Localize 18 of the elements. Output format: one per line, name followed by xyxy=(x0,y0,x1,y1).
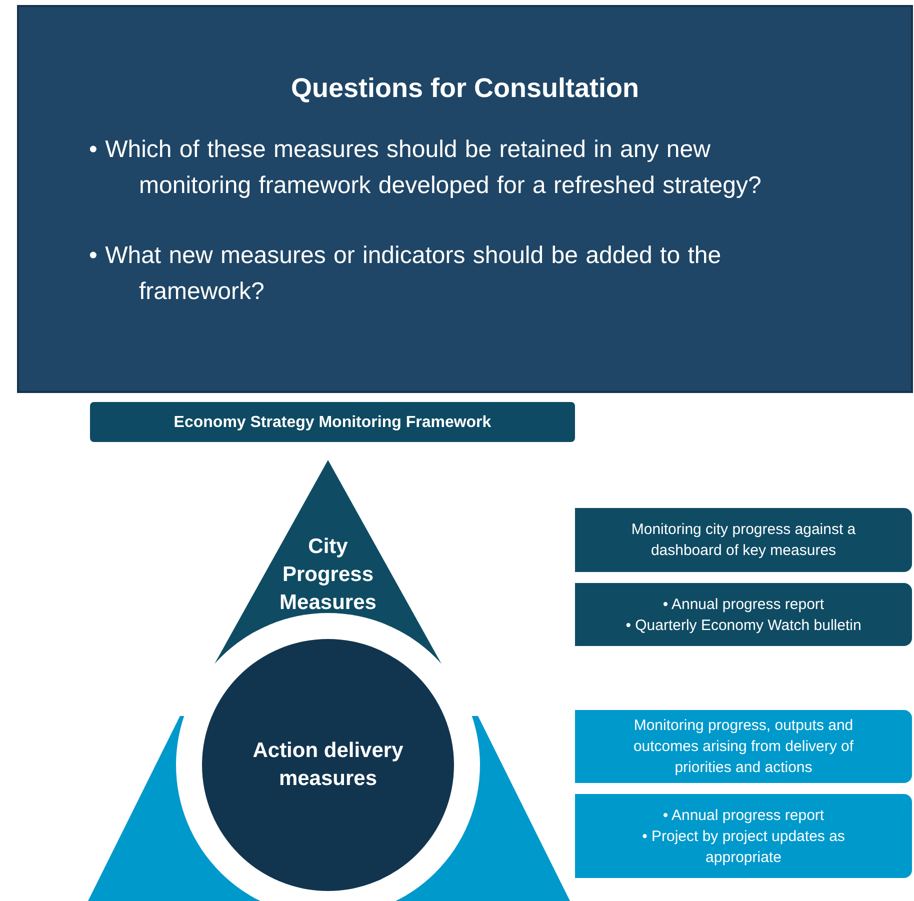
info-box xyxy=(575,583,912,646)
title-banner xyxy=(90,402,575,442)
bullet-point: • Quarterly Economy Watch bulletin xyxy=(626,616,862,636)
consultation-panel xyxy=(17,5,913,393)
info-box xyxy=(575,508,912,572)
info-box xyxy=(575,710,912,783)
box-text: Monitoring city progress against a dashboard of key measures xyxy=(630,520,857,561)
bullet-point: • Annual progress report xyxy=(662,806,826,826)
box-text: Monitoring progress, outputs and outcomes arising from delivery of priorities and actions xyxy=(632,716,855,778)
bullet-point: • Project by project updates as appropriate xyxy=(641,826,846,868)
bullet-point: • Annual progress report xyxy=(662,594,826,614)
panel-heading: Questions for Consultation xyxy=(290,73,640,104)
circle-title: Action delivery measures xyxy=(252,738,404,792)
bullet-point: • Which of these measures should be retained in any new monitoring framework developed for a refreshed strategy? xyxy=(89,135,762,201)
info-box xyxy=(575,794,912,878)
banner-title: Economy Strategy Monitoring Framework xyxy=(174,412,492,432)
segment-title: City Progress Measures xyxy=(278,534,378,616)
bullet-point: • What new measures or indicators should be added to the framework? xyxy=(89,241,722,307)
